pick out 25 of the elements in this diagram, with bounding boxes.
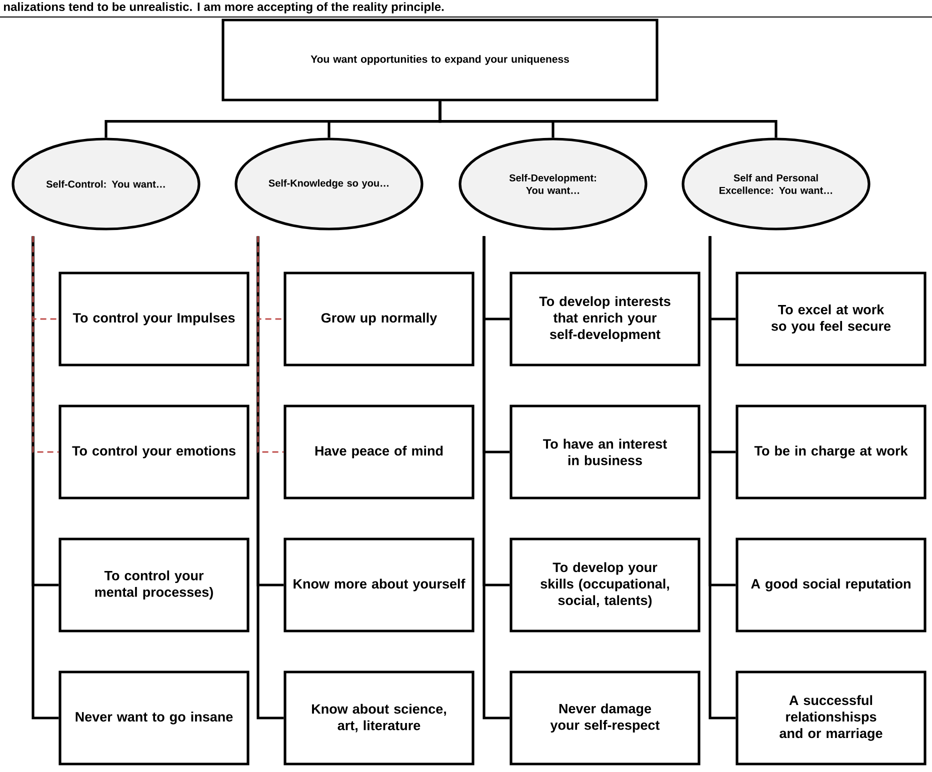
goal-box: To control your emotions	[58, 404, 250, 500]
goal-box: Never damage your self-respect	[510, 670, 700, 766]
goal-box: To control your mental processes)	[58, 538, 250, 632]
goal-box: Never want to go insane	[58, 670, 250, 766]
root-box: You want opportunities to expand your uniqueness	[222, 18, 658, 102]
connector-line	[256, 236, 284, 720]
connector-line	[482, 236, 510, 720]
connector-line	[32, 236, 59, 720]
goal-box: A good social reputation	[736, 538, 926, 632]
goal-box: Grow up normally	[284, 272, 474, 366]
goal-box: Have peace of mind	[284, 404, 474, 500]
connector-line	[438, 101, 778, 138]
goal-box: To be in charge at work	[736, 404, 926, 500]
goal-box: To control your Impulses	[58, 272, 250, 366]
goal-box: Know more about yourself	[284, 538, 474, 632]
connector-line	[708, 236, 736, 720]
text-line: nalizations tend to be unrealistic. I am more accepting of the reality principle.	[4, 2, 444, 14]
connector-line	[32, 236, 59, 453]
goal-box: Know about science, art, literature	[284, 670, 474, 766]
goal-box: To excel at work so you feel secure	[736, 272, 926, 366]
goal-box: A successful relationshisps and or marriage	[736, 670, 926, 766]
goal-box: To have an interest in business	[510, 404, 700, 500]
goal-box: To develop interests that enrich your self-development	[510, 272, 700, 366]
connector-line	[257, 236, 284, 453]
goal-box: To develop your skills (occupational, social, talents)	[510, 538, 700, 632]
